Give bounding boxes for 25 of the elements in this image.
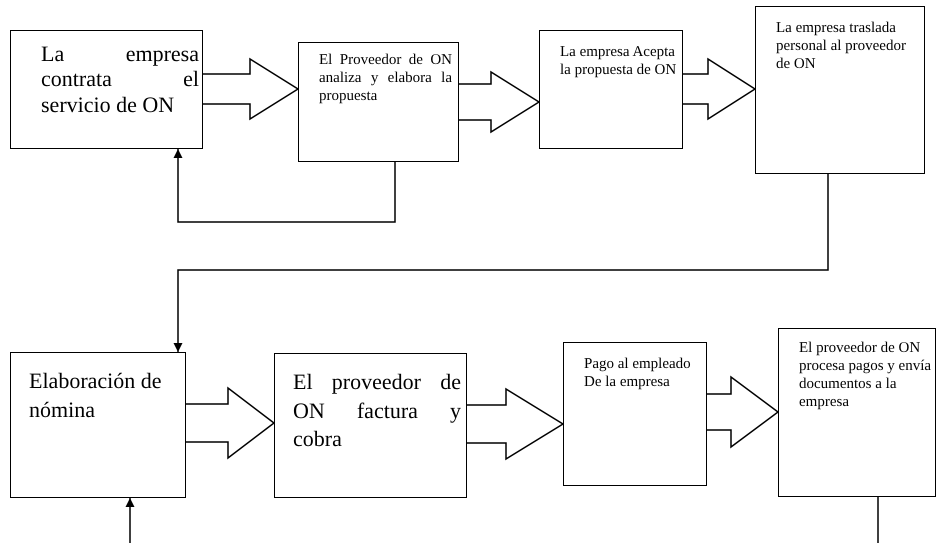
block-arrow (466, 388, 564, 460)
box-text: El Proveedor de ON analiza y elabora la propuesta (319, 51, 452, 105)
connector-arrow (174, 149, 396, 223)
process-box (563, 342, 707, 486)
block-arrow (202, 58, 300, 120)
box-text: El proveedor de ON factura y cobra (293, 368, 461, 454)
box-text: La empresa traslada personal al proveedor de ON (776, 19, 907, 73)
connector-arrow (174, 174, 829, 352)
box-text: El proveedor de ON procesa pagos y envía documentos a la empresa (799, 339, 932, 411)
block-arrow (682, 58, 756, 120)
block-arrow (458, 70, 540, 134)
box-text: Pago al empleado De la empresa (584, 355, 692, 391)
box-text: La empresa Acepta la propuesta de ON (560, 43, 678, 79)
process-box (298, 42, 459, 162)
block-arrow (185, 386, 276, 460)
block-arrow (706, 376, 780, 448)
process-box (274, 353, 467, 498)
process-box (755, 6, 925, 174)
box-text: La empresa contrata el servicio de ON (41, 41, 199, 117)
process-box (10, 30, 203, 149)
box-text: Elaboración de nómina (29, 367, 163, 424)
process-box (778, 328, 936, 497)
connector-arrow (126, 498, 134, 543)
process-box (539, 30, 683, 149)
process-box (10, 352, 186, 498)
